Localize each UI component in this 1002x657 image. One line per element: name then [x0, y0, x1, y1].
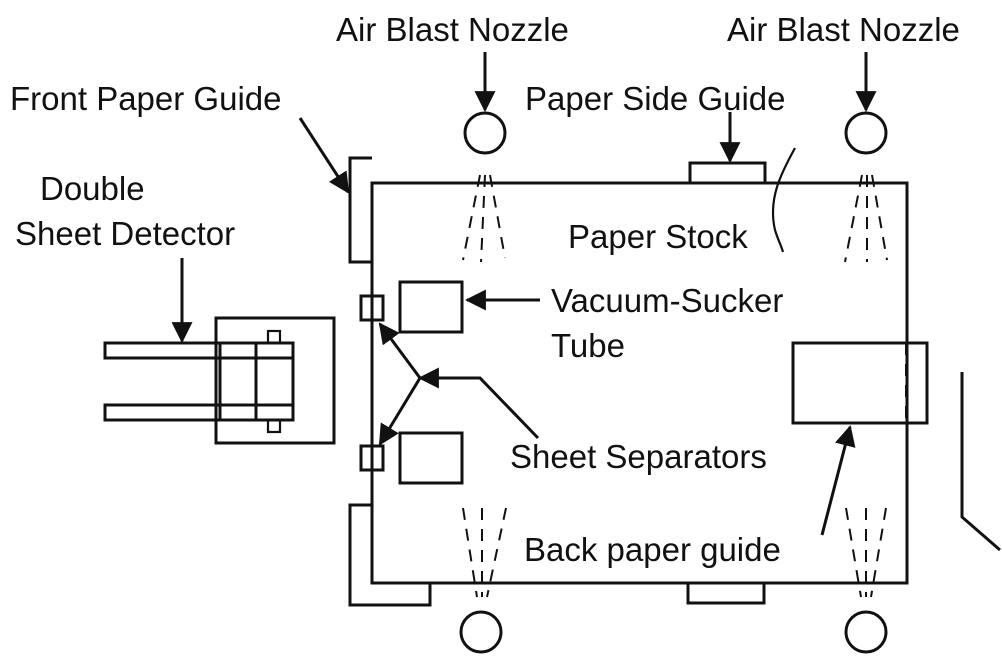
- edge-line-right: [960, 372, 1001, 552]
- paper-side-guide-top: [688, 161, 767, 185]
- label-sheet-separators: Sheet Separators: [510, 438, 767, 475]
- arrow-sheet-separators-main: [417, 367, 540, 440]
- label-back-paper-guide: Back paper guide: [524, 531, 781, 568]
- air-blast-nozzle-top-right: [844, 111, 888, 155]
- arrow-sheet-separator-lower: [378, 377, 422, 446]
- back-paper-guide: [791, 341, 929, 425]
- label-front-paper-guide: Front Paper Guide: [10, 80, 281, 117]
- paper-stock-rect: [370, 181, 909, 585]
- double-sheet-detector: [103, 316, 336, 445]
- vacuum-sucker-tube-lower: [398, 431, 464, 485]
- air-blast-streams: [462, 174, 888, 598]
- arrow-back-paper-guide: [820, 424, 856, 536]
- label-air-blast-nozzle-left: Air Blast Nozzle: [336, 11, 569, 48]
- paper-side-guide-bottom: [686, 581, 766, 605]
- label-double-sheet-detector-2: Sheet Detector: [15, 215, 235, 252]
- label-paper-stock: Paper Stock: [568, 218, 748, 255]
- sheet-separator-lower: [359, 444, 385, 472]
- paper-stock-leader: [771, 147, 796, 253]
- arrow-front-paper-guide: [298, 117, 350, 194]
- label-vacuum-sucker-tube-2: Tube: [551, 327, 625, 364]
- front-paper-guide-lower: [348, 503, 432, 607]
- label-vacuum-sucker-tube-1: Vacuum-Sucker: [551, 282, 783, 319]
- arrow-sheet-separator-upper: [378, 322, 422, 379]
- vacuum-sucker-tube-upper: [398, 280, 464, 334]
- label-air-blast-nozzle-right: Air Blast Nozzle: [727, 11, 960, 48]
- label-paper-side-guide: Paper Side Guide: [525, 80, 786, 117]
- label-double-sheet-detector-1: Double: [40, 170, 145, 207]
- front-paper-guide-upper: [348, 156, 372, 264]
- air-blast-nozzle-bottom-left: [459, 610, 503, 654]
- air-blast-nozzle-bottom-right: [844, 610, 888, 654]
- air-blast-nozzle-top-left: [463, 111, 507, 155]
- sheet-separator-upper: [359, 294, 385, 322]
